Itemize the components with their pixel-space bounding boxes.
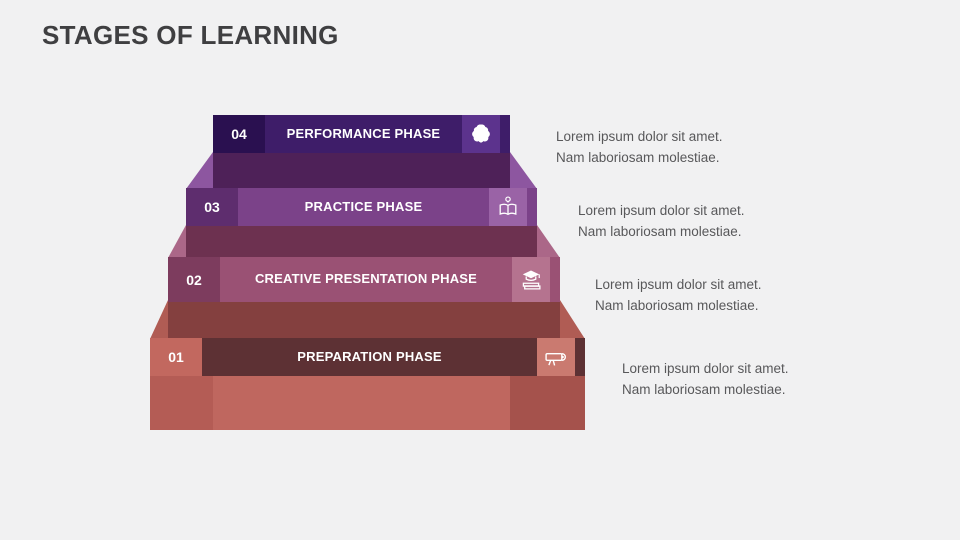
stage-label-04: PERFORMANCE PHASE (286, 125, 441, 141)
diploma-scroll-icon (545, 353, 567, 366)
stage-number-03: 03 (186, 188, 238, 226)
icon-box-04 (462, 115, 500, 153)
stage-band-02: 02 CREATIVE PRESENTATION PHASE (168, 257, 560, 302)
stage-number-04: 04 (213, 115, 265, 153)
stage-label-02: CREATIVE PRESENTATION PHASE (254, 271, 478, 287)
description-line: Nam laboriosam molestiae. (595, 298, 759, 313)
stage-number-02: 02 (168, 257, 220, 302)
slide-title: STAGES OF LEARNING (42, 20, 339, 50)
pyramid-base-right-segment (510, 375, 585, 430)
description-line: Lorem ipsum dolor sit amet. (556, 129, 723, 144)
description-line: Nam laboriosam molestiae. (578, 224, 742, 239)
description-line: Lorem ipsum dolor sit amet. (578, 203, 745, 218)
stage-label-01: PREPARATION PHASE (297, 348, 442, 364)
graduation-cap-books-icon (522, 269, 541, 290)
step-riser-01 (168, 300, 560, 339)
stage-03-description: Lorem ipsum dolor sit amet. Nam laborios… (578, 200, 745, 242)
description-line: Nam laboriosam molestiae. (556, 150, 720, 165)
icon-box-02 (512, 257, 550, 302)
icon-box-01 (537, 338, 575, 376)
description-line: Lorem ipsum dolor sit amet. (595, 277, 762, 292)
stage-number-01: 01 (150, 338, 202, 376)
stage-band-04: 04 PERFORMANCE PHASE (213, 115, 510, 153)
description-line: Nam laboriosam molestiae. (622, 382, 786, 397)
step-riser-03 (213, 152, 510, 189)
open-book-lightbulb-icon (499, 196, 517, 216)
brain-icon (472, 124, 490, 143)
stage-band-01: 01 PREPARATION PHASE (150, 338, 585, 376)
step-riser-02 (186, 225, 537, 258)
description-line: Lorem ipsum dolor sit amet. (622, 361, 789, 376)
stage-01-description: Lorem ipsum dolor sit amet. Nam laborios… (622, 358, 789, 400)
pyramid-base-left-segment (150, 375, 213, 430)
stage-04-description: Lorem ipsum dolor sit amet. Nam laborios… (556, 126, 723, 168)
icon-box-03 (489, 188, 527, 226)
stage-label-03: PRACTICE PHASE (304, 198, 423, 214)
stage-band-03: 03 PRACTICE PHASE (186, 188, 537, 226)
stage-02-description: Lorem ipsum dolor sit amet. Nam laborios… (595, 274, 762, 316)
